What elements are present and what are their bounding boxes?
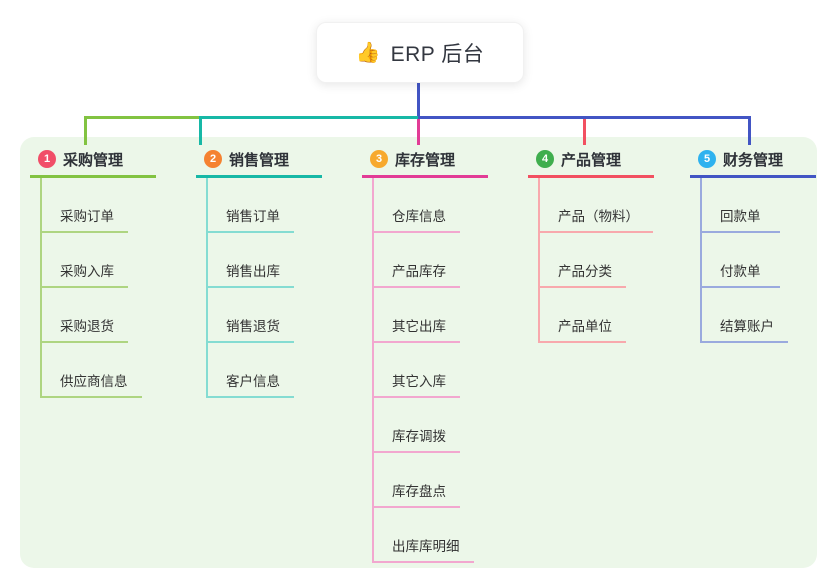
node-product-material[interactable]: 产品（物料） <box>540 178 653 233</box>
node-supplier-info[interactable]: 供应商信息 <box>42 343 142 398</box>
connector-drop-procurement <box>84 116 87 145</box>
node-purchase-order[interactable]: 采购订单 <box>42 178 128 233</box>
node-inout-detail[interactable]: 出库库明细 <box>374 508 474 563</box>
branch-procurement-children: 采购订单 采购入库 采购退货 供应商信息 <box>40 178 156 398</box>
branch-product: 4 产品管理 产品（物料） 产品分类 产品单位 <box>528 146 654 343</box>
branch-finance-title: 财务管理 <box>723 151 784 169</box>
node-product-unit[interactable]: 产品单位 <box>540 288 626 343</box>
branch-inventory-header[interactable]: 3 库存管理 <box>362 146 488 178</box>
node-sales-order[interactable]: 销售订单 <box>208 178 294 233</box>
node-customer-info[interactable]: 客户信息 <box>208 343 294 398</box>
branches-background-panel <box>20 137 817 568</box>
branch-finance-children: 回款单 付款单 结算账户 <box>700 178 816 343</box>
node-other-outbound[interactable]: 其它出库 <box>374 288 460 343</box>
node-other-inbound[interactable]: 其它入库 <box>374 343 460 398</box>
connector-drop-sales <box>199 116 202 145</box>
node-warehouse-info[interactable]: 仓库信息 <box>374 178 460 233</box>
branch-sales-header[interactable]: 2 销售管理 <box>196 146 322 178</box>
connector-bus-blue <box>418 116 751 119</box>
node-purchase-inbound[interactable]: 采购入库 <box>42 233 128 288</box>
node-stock-transfer[interactable]: 库存调拨 <box>374 398 460 453</box>
branch-inventory: 3 库存管理 仓库信息 产品库存 其它出库 其它入库 库存调拨 库存盘点 出库库… <box>362 146 488 563</box>
connector-root-drop <box>417 83 420 116</box>
connector-bus-teal <box>199 116 418 119</box>
node-product-category[interactable]: 产品分类 <box>540 233 626 288</box>
connector-drop-finance <box>748 116 751 145</box>
node-sales-outbound[interactable]: 销售出库 <box>208 233 294 288</box>
branch-inventory-title: 库存管理 <box>395 151 456 169</box>
root-node-title: ERP 后台 <box>390 42 485 66</box>
branch-sales: 2 销售管理 销售订单 销售出库 销售退货 客户信息 <box>196 146 322 398</box>
branch-inventory-children: 仓库信息 产品库存 其它出库 其它入库 库存调拨 库存盘点 出库库明细 <box>372 178 488 563</box>
branch-finance-header[interactable]: 5 财务管理 <box>690 146 816 178</box>
branch-product-header[interactable]: 4 产品管理 <box>528 146 654 178</box>
connector-drop-inventory <box>417 119 420 145</box>
root-node-erp[interactable]: 👍 ERP 后台 <box>316 22 524 83</box>
badge-5: 5 <box>698 150 716 168</box>
node-receipt-bill[interactable]: 回款单 <box>702 178 780 233</box>
badge-3: 3 <box>370 150 388 168</box>
branch-product-children: 产品（物料） 产品分类 产品单位 <box>538 178 654 343</box>
branch-finance: 5 财务管理 回款单 付款单 结算账户 <box>690 146 816 343</box>
badge-1: 1 <box>38 150 56 168</box>
node-payment-bill[interactable]: 付款单 <box>702 233 780 288</box>
connector-drop-product <box>583 119 586 145</box>
branch-product-title: 产品管理 <box>561 151 622 169</box>
thumbs-up-icon: 👍 <box>355 41 381 64</box>
branch-procurement-header[interactable]: 1 采购管理 <box>30 146 156 178</box>
branch-procurement: 1 采购管理 采购订单 采购入库 采购退货 供应商信息 <box>30 146 156 398</box>
node-sales-return[interactable]: 销售退货 <box>208 288 294 343</box>
branch-procurement-title: 采购管理 <box>63 151 124 169</box>
node-settlement-account[interactable]: 结算账户 <box>702 288 788 343</box>
branch-sales-children: 销售订单 销售出库 销售退货 客户信息 <box>206 178 322 398</box>
connector-bus-green <box>84 116 201 119</box>
badge-2: 2 <box>204 150 222 168</box>
node-stock-taking[interactable]: 库存盘点 <box>374 453 460 508</box>
node-purchase-return[interactable]: 采购退货 <box>42 288 128 343</box>
badge-4: 4 <box>536 150 554 168</box>
node-product-stock[interactable]: 产品库存 <box>374 233 460 288</box>
branch-sales-title: 销售管理 <box>229 151 290 169</box>
